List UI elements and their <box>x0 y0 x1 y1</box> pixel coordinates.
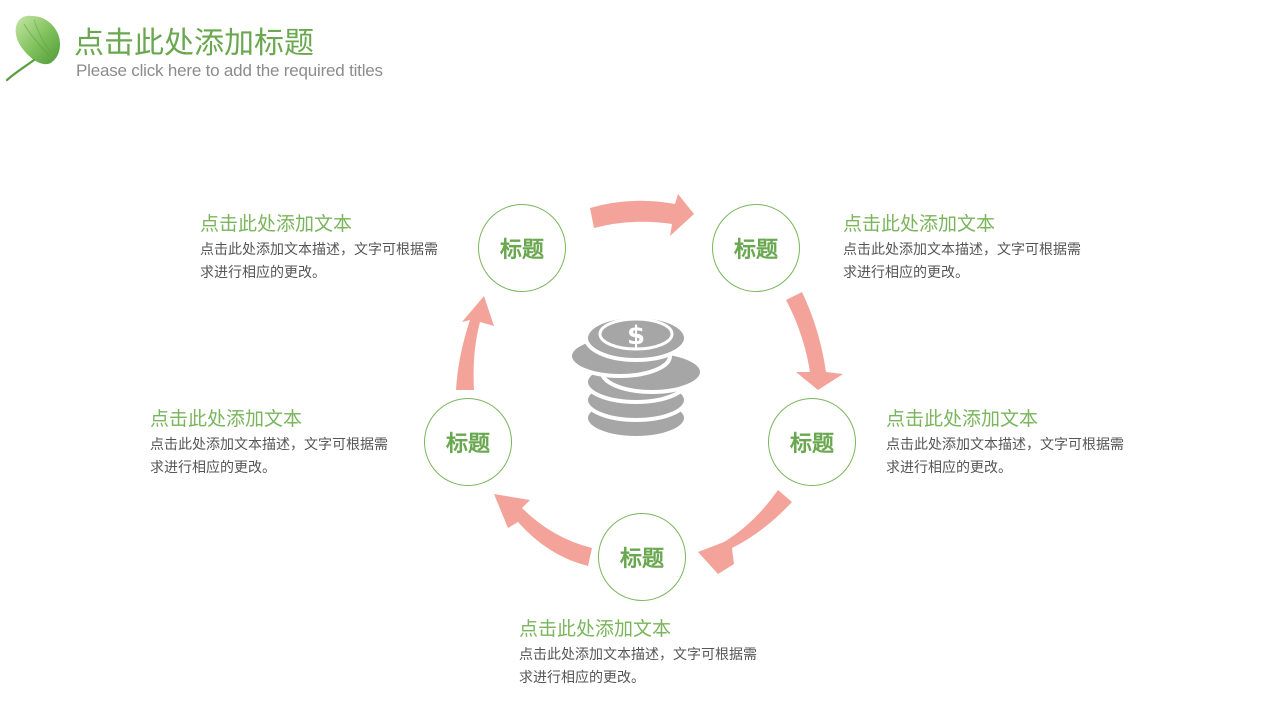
desc-block-right: 点击此处添加文本 点击此处添加文本描述，文字可根据需求进行相应的更改。 <box>886 407 1146 480</box>
page-title[interactable]: 点击此处添加标题 <box>74 26 314 61</box>
coin-stack-icon: $ <box>568 314 704 440</box>
svg-text:$: $ <box>627 321 645 351</box>
cycle-node-bottom[interactable]: 标题 <box>598 513 686 601</box>
arrow-lower-right <box>698 490 792 574</box>
desc-heading[interactable]: 点击此处添加文本 <box>519 618 672 640</box>
desc-heading[interactable]: 点击此处添加文本 <box>886 408 1039 430</box>
desc-heading[interactable]: 点击此处添加文本 <box>843 213 996 235</box>
cycle-node-left[interactable]: 标题 <box>424 398 512 486</box>
arrow-top <box>590 194 694 236</box>
desc-body[interactable]: 点击此处添加文本描述，文字可根据需求进行相应的更改。 <box>200 242 438 281</box>
arrow-right-down <box>786 292 843 390</box>
desc-heading[interactable]: 点击此处添加文本 <box>200 213 353 235</box>
cycle-node-top-right[interactable]: 标题 <box>712 204 800 292</box>
desc-body[interactable]: 点击此处添加文本描述，文字可根据需求进行相应的更改。 <box>519 647 757 686</box>
desc-heading[interactable]: 点击此处添加文本 <box>150 408 303 430</box>
cycle-node-top-left[interactable]: 标题 <box>478 204 566 292</box>
cycle-arrows <box>456 194 843 574</box>
desc-body[interactable]: 点击此处添加文本描述，文字可根据需求进行相应的更改。 <box>886 437 1124 476</box>
ginkgo-leaf-icon <box>5 15 61 82</box>
page-subtitle[interactable]: Please click here to add the required ti… <box>76 61 383 80</box>
desc-block-left: 点击此处添加文本 点击此处添加文本描述，文字可根据需求进行相应的更改。 <box>150 407 410 480</box>
arrow-lower-left <box>494 494 592 566</box>
desc-block-top-right: 点击此处添加文本 点击此处添加文本描述，文字可根据需求进行相应的更改。 <box>843 212 1103 285</box>
desc-body[interactable]: 点击此处添加文本描述，文字可根据需求进行相应的更改。 <box>150 437 388 476</box>
desc-block-top-left: 点击此处添加文本 点击此处添加文本描述，文字可根据需求进行相应的更改。 <box>200 212 460 285</box>
desc-body[interactable]: 点击此处添加文本描述，文字可根据需求进行相应的更改。 <box>843 242 1081 281</box>
desc-block-bottom: 点击此处添加文本 点击此处添加文本描述，文字可根据需求进行相应的更改。 <box>519 617 779 690</box>
cycle-node-right[interactable]: 标题 <box>768 398 856 486</box>
arrow-left-up <box>456 296 494 390</box>
